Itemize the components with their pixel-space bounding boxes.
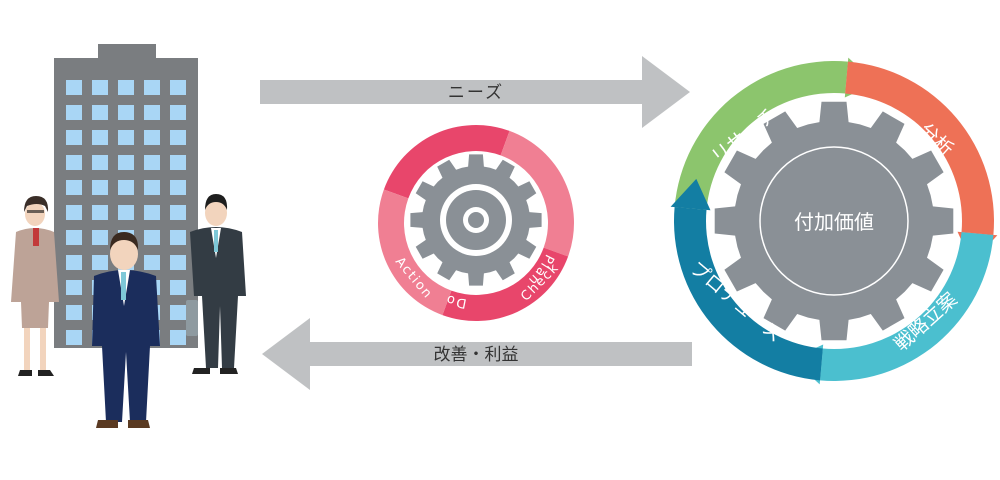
pdca-segment-check bbox=[442, 247, 569, 321]
building-window bbox=[170, 230, 186, 245]
building-window bbox=[66, 330, 82, 345]
building-window bbox=[66, 280, 82, 295]
building-window bbox=[144, 230, 160, 245]
building-window bbox=[92, 180, 108, 195]
building-window bbox=[170, 255, 186, 270]
businesswoman bbox=[11, 196, 59, 376]
building-window bbox=[144, 105, 160, 120]
building-window bbox=[66, 105, 82, 120]
value-segment-analysis-arc bbox=[845, 61, 995, 235]
building-window bbox=[170, 180, 186, 195]
building-window bbox=[66, 255, 82, 270]
improvement-profit-arrow-label: 改善・利益 bbox=[434, 345, 519, 365]
pdca-ring bbox=[378, 125, 574, 321]
needs-arrow-label: ニーズ bbox=[448, 83, 504, 103]
building-window bbox=[144, 255, 160, 270]
building-window bbox=[170, 80, 186, 95]
building-window bbox=[170, 330, 186, 345]
building-window bbox=[66, 130, 82, 145]
building-window bbox=[144, 130, 160, 145]
building-window bbox=[66, 205, 82, 220]
building-window bbox=[118, 180, 134, 195]
value-cycle: 付加価値 リサーチ 分析 戦略立案 プロデュース bbox=[670, 57, 998, 385]
building-window bbox=[92, 80, 108, 95]
building-window bbox=[118, 105, 134, 120]
businessman-side bbox=[186, 194, 246, 374]
building-window bbox=[144, 205, 160, 220]
building-window bbox=[66, 80, 82, 95]
building-window bbox=[92, 130, 108, 145]
building-window bbox=[118, 80, 134, 95]
building-window bbox=[144, 155, 160, 170]
improvement-profit-arrow: 改善・利益 bbox=[262, 318, 692, 390]
building-window bbox=[118, 155, 134, 170]
building-window bbox=[92, 105, 108, 120]
pdca-cycle: Plan Do Check Action bbox=[378, 125, 574, 321]
building-window bbox=[66, 305, 82, 320]
value-segment-produce-arc bbox=[673, 207, 823, 381]
businessman-front bbox=[92, 232, 160, 428]
building-window bbox=[170, 280, 186, 295]
building-window bbox=[170, 305, 186, 320]
building-window bbox=[144, 180, 160, 195]
building-window bbox=[144, 80, 160, 95]
pdca-segment-plan bbox=[383, 125, 510, 199]
building-window bbox=[118, 130, 134, 145]
pdca-segment-action bbox=[378, 189, 452, 316]
value-segment-strategy-arc bbox=[820, 232, 994, 381]
building-window bbox=[170, 205, 186, 220]
building-window bbox=[170, 105, 186, 120]
building-window bbox=[170, 130, 186, 145]
building-window bbox=[118, 205, 134, 220]
building-window bbox=[66, 230, 82, 245]
building-window bbox=[92, 155, 108, 170]
needs-arrow: ニーズ bbox=[260, 56, 690, 128]
value-center-label: 付加価値 bbox=[794, 210, 874, 234]
building-window bbox=[92, 205, 108, 220]
building-window bbox=[66, 155, 82, 170]
pdca-segment-do bbox=[500, 130, 574, 257]
building-window bbox=[66, 180, 82, 195]
building-window bbox=[170, 155, 186, 170]
value-ring bbox=[670, 57, 998, 385]
building-window bbox=[92, 255, 108, 270]
value-gear-icon bbox=[714, 101, 954, 341]
building-window bbox=[92, 230, 108, 245]
